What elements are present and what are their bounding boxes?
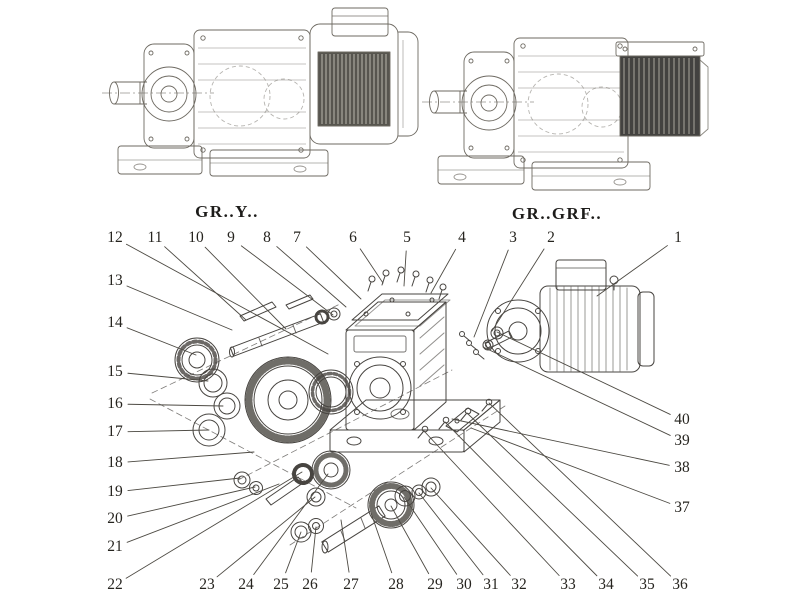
leader-line-12 xyxy=(125,243,329,355)
leader-line-8 xyxy=(276,246,347,308)
leader-lines xyxy=(125,243,672,579)
leader-line-35 xyxy=(466,412,639,577)
callout-26: 26 xyxy=(302,576,318,593)
output-shaft-assembly xyxy=(290,477,441,554)
leader-line-37 xyxy=(470,427,671,504)
exploded-view xyxy=(125,243,672,579)
leader-line-23 xyxy=(216,496,316,578)
leader-line-17 xyxy=(127,429,210,433)
leader-line-36 xyxy=(488,402,672,577)
illustration-gr-y xyxy=(102,7,419,177)
illustration-gr-grf xyxy=(422,37,709,191)
callout-12: 12 xyxy=(107,229,123,246)
leader-line-32 xyxy=(430,487,511,576)
leader-line-9 xyxy=(240,245,334,316)
callout-5: 5 xyxy=(403,229,411,246)
callout-22: 22 xyxy=(107,576,123,593)
leader-line-38 xyxy=(451,418,670,466)
leader-line-25 xyxy=(285,531,302,574)
leader-line-5 xyxy=(403,250,407,287)
callout-20: 20 xyxy=(107,510,123,527)
callout-1: 1 xyxy=(674,229,682,246)
leader-line-6 xyxy=(359,248,384,284)
assembly-axes xyxy=(149,303,506,546)
callout-35: 35 xyxy=(639,576,655,593)
gear-housing xyxy=(329,301,501,453)
callout-39: 39 xyxy=(674,432,690,449)
callout-2: 2 xyxy=(547,229,555,246)
callout-38: 38 xyxy=(674,459,690,476)
callout-14: 14 xyxy=(107,314,123,331)
callout-40: 40 xyxy=(674,411,690,428)
leader-line-39 xyxy=(482,346,671,436)
callout-7: 7 xyxy=(293,229,301,246)
callout-31: 31 xyxy=(483,576,499,593)
motor-fasteners xyxy=(459,326,504,360)
housing-top-cover xyxy=(351,293,451,327)
callout-32: 32 xyxy=(511,576,527,593)
variant-label-gr-grf: GR..GRF.. xyxy=(511,204,603,223)
callout-6: 6 xyxy=(349,229,357,246)
callout-21: 21 xyxy=(107,538,123,555)
callout-16: 16 xyxy=(107,395,123,412)
leader-line-33 xyxy=(423,430,560,576)
callout-18: 18 xyxy=(107,454,123,471)
callout-37: 37 xyxy=(674,499,690,516)
leader-line-27 xyxy=(340,519,350,573)
callout-13: 13 xyxy=(107,272,123,289)
leader-line-18 xyxy=(127,451,255,463)
motor xyxy=(484,259,655,373)
callout-36: 36 xyxy=(672,576,688,593)
callout-15: 15 xyxy=(107,363,123,380)
callout-8: 8 xyxy=(263,229,271,246)
callout-4: 4 xyxy=(458,229,466,246)
callout-33: 33 xyxy=(560,576,576,593)
callout-27: 27 xyxy=(343,576,359,593)
leader-line-31 xyxy=(418,492,484,576)
leader-line-4 xyxy=(430,248,457,294)
callout-11: 11 xyxy=(147,229,163,246)
leader-line-2 xyxy=(491,248,545,332)
leader-line-19 xyxy=(127,477,241,492)
callout-10: 10 xyxy=(188,229,204,246)
variant-label-gr-y: GR..Y.. xyxy=(195,202,259,221)
leader-line-20 xyxy=(127,486,256,517)
leader-line-40 xyxy=(496,331,671,415)
leader-line-16 xyxy=(127,403,224,407)
leader-line-30 xyxy=(403,496,458,575)
leader-line-3 xyxy=(473,249,509,338)
callout-19: 19 xyxy=(107,483,123,500)
callout-25: 25 xyxy=(273,576,289,593)
leader-line-10 xyxy=(204,246,287,330)
callout-34: 34 xyxy=(598,576,614,593)
callout-30: 30 xyxy=(456,576,472,593)
leader-line-28 xyxy=(370,512,393,574)
callout-9: 9 xyxy=(227,229,235,246)
leader-line-1 xyxy=(596,245,668,297)
callout-29: 29 xyxy=(427,576,443,593)
callout-23: 23 xyxy=(199,576,215,593)
input-shaft-assembly xyxy=(229,294,341,358)
leader-line-21 xyxy=(126,483,280,543)
leader-line-13 xyxy=(126,285,233,331)
leader-line-24 xyxy=(253,473,329,575)
callout-28: 28 xyxy=(388,576,404,593)
bearing-mid xyxy=(308,369,354,415)
large-gear xyxy=(244,356,332,444)
leader-line-11 xyxy=(164,246,247,321)
leader-line-34 xyxy=(444,421,598,577)
callout-24: 24 xyxy=(238,576,254,593)
callout-17: 17 xyxy=(107,423,123,440)
leader-line-26 xyxy=(310,526,317,573)
cover-bolts xyxy=(367,266,447,300)
leader-line-22 xyxy=(125,471,303,579)
leader-line-15 xyxy=(127,372,209,382)
leader-line-14 xyxy=(126,327,197,356)
leader-line-7 xyxy=(305,246,362,300)
leader-line-29 xyxy=(390,505,430,575)
callout-3: 3 xyxy=(509,229,517,246)
